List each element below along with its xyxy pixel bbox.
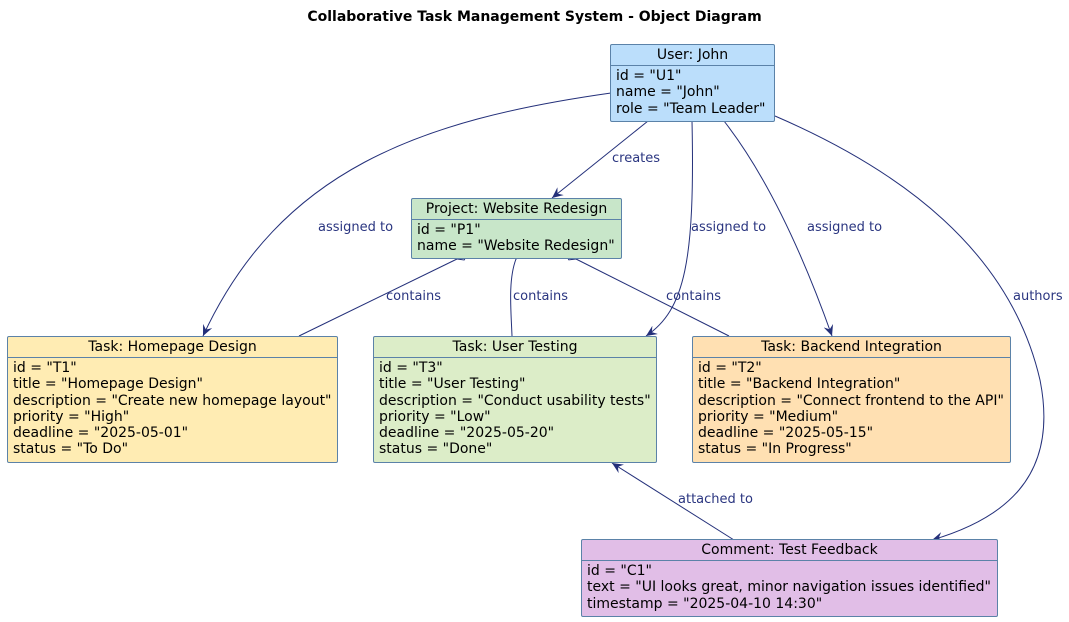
edge-project-contains-homepage xyxy=(298,252,469,337)
diagram-title: Collaborative Task Management System - O… xyxy=(307,9,762,25)
attribute: deadline = "2025-05-01" xyxy=(13,425,189,442)
attribute: deadline = "2025-05-15" xyxy=(698,425,874,442)
edge-label-assigned-backend: assigned to xyxy=(807,220,883,235)
attribute: id = "C1" xyxy=(587,563,652,579)
object-task-user-testing[interactable]: Task: User Testing id = "T3" title = "Us… xyxy=(373,336,657,463)
attribute: description = "Create new homepage layou… xyxy=(13,392,332,409)
attribute: name = "Website Redesign" xyxy=(417,238,615,255)
object-header: Project: Website Redesign xyxy=(412,199,621,220)
edge-label-contains-homepage: contains xyxy=(386,289,442,304)
attribute: id = "T1" xyxy=(13,360,77,376)
object-task-homepage-design[interactable]: Task: Homepage Design id = "T1" title = … xyxy=(7,336,338,463)
attribute: id = "P1" xyxy=(417,222,481,238)
attribute: priority = "High" xyxy=(13,408,130,425)
edge-user-authors-comment xyxy=(774,115,1045,542)
edge-user-assigned-backend xyxy=(723,120,834,337)
object-task-backend-integration[interactable]: Task: Backend Integration id = "T2" titl… xyxy=(692,336,1011,463)
object-comment-test-feedback[interactable]: Comment: Test Feedback id = "C1" text = … xyxy=(581,539,998,617)
attribute: status = "To Do" xyxy=(13,441,129,458)
attribute: id = "T2" xyxy=(698,360,762,376)
object-attributes: id = "C1" text = "UI looks great, minor … xyxy=(582,561,997,612)
attribute: text = "UI looks great, minor navigation… xyxy=(587,579,991,596)
edge-user-creates-project xyxy=(551,120,649,199)
attribute: id = "U1" xyxy=(616,68,682,84)
object-attributes: id = "T1" title = "Homepage Design" desc… xyxy=(8,358,337,458)
attribute: description = "Connect frontend to the A… xyxy=(698,392,1004,409)
edge-label-assigned-testing: assigned to xyxy=(691,220,767,235)
edge-label-attached-to: attached to xyxy=(678,492,753,507)
object-user-john[interactable]: User: John id = "U1" name = "John" role … xyxy=(610,44,775,122)
object-header: Task: Homepage Design xyxy=(8,337,337,358)
object-header: Comment: Test Feedback xyxy=(582,540,997,561)
edge-user-assigned-homepage xyxy=(202,92,612,337)
object-header: Task: Backend Integration xyxy=(693,337,1010,358)
attribute: deadline = "2025-05-20" xyxy=(379,425,555,442)
object-attributes: id = "T2" title = "Backend Integration" … xyxy=(693,358,1010,458)
object-attributes: id = "U1" name = "John" role = "Team Lea… xyxy=(611,66,774,117)
object-attributes: id = "P1" name = "Website Redesign" xyxy=(412,220,621,255)
object-project-website-redesign[interactable]: Project: Website Redesign id = "P1" name… xyxy=(411,198,622,259)
attribute: id = "T3" xyxy=(379,360,443,376)
object-attributes: id = "T3" title = "User Testing" descrip… xyxy=(374,358,656,458)
attribute: title = "Homepage Design" xyxy=(13,376,203,393)
edge-label-creates: creates xyxy=(612,151,661,166)
attribute: name = "John" xyxy=(616,84,720,101)
attribute: timestamp = "2025-04-10 14:30" xyxy=(587,595,823,612)
edge-user-assigned-testing xyxy=(645,120,693,337)
edge-label-contains-testing: contains xyxy=(513,289,569,304)
edge-project-contains-testing xyxy=(510,246,523,337)
attribute: status = "In Progress" xyxy=(698,441,852,458)
attribute: title = "User Testing" xyxy=(379,376,526,393)
attribute: status = "Done" xyxy=(379,441,493,458)
edge-comment-attached-testing xyxy=(611,462,735,541)
attribute: title = "Backend Integration" xyxy=(698,376,901,393)
object-header: User: John xyxy=(611,45,774,66)
attribute: role = "Team Leader" xyxy=(616,100,766,117)
attribute: description = "Conduct usability tests" xyxy=(379,392,651,409)
edge-project-contains-backend xyxy=(564,252,730,337)
edge-label-contains-backend: contains xyxy=(666,289,722,304)
attribute: priority = "Medium" xyxy=(698,408,839,425)
attribute: priority = "Low" xyxy=(379,408,491,425)
edge-label-assigned-homepage: assigned to xyxy=(318,220,394,235)
edge-label-authors: authors xyxy=(1013,289,1063,304)
object-header: Task: User Testing xyxy=(374,337,656,358)
